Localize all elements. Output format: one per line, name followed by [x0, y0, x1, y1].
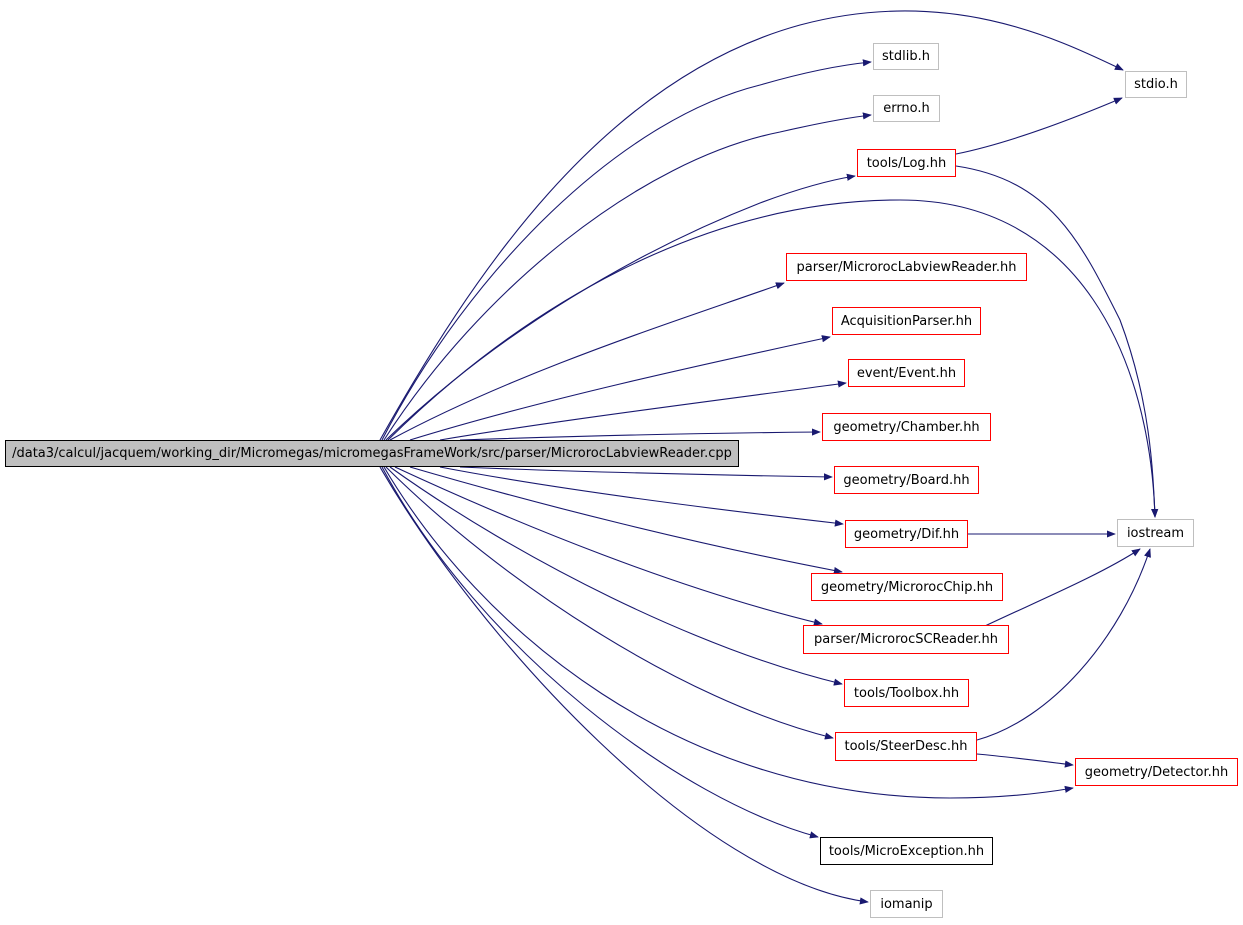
include-node-stdio[interactable]: stdio.h	[1125, 71, 1187, 98]
root-file-node[interactable]: /data3/calcul/jacquem/working_dir/Microm…	[5, 440, 739, 467]
include-node-tools-micro-exception[interactable]: tools/MicroException.hh	[820, 837, 993, 865]
edge-root-to-iomanip	[379, 466, 869, 905]
edge-log-to-stdio	[955, 97, 1123, 155]
edge-root-to-mlr	[389, 282, 785, 441]
include-node-geometry-microroc-chip[interactable]: geometry/MicrorocChip.hh	[811, 573, 1003, 601]
edge-root-to-steer	[385, 466, 834, 740]
edge-root-to-errno	[383, 112, 872, 441]
include-node-stdlib[interactable]: stdlib.h	[873, 43, 939, 70]
edge-root-to-detector	[383, 466, 1074, 799]
edge-root-to-board	[459, 466, 833, 481]
edge-scr-to-iostream	[984, 548, 1141, 627]
edge-root-to-scr	[394, 466, 823, 626]
edge-steer-to-iostream	[976, 548, 1151, 741]
include-node-parser-microroc-sc-reader[interactable]: parser/MicrorocSCReader.hh	[803, 625, 1009, 654]
include-node-tools-toolbox[interactable]: tools/Toolbox.hh	[844, 679, 969, 707]
edge-root-to-chip	[409, 466, 843, 575]
include-node-iostream[interactable]: iostream	[1117, 519, 1194, 547]
include-node-errno[interactable]: errno.h	[873, 95, 940, 122]
edge-root-to-acq	[409, 335, 831, 441]
edge-root-to-toolbox	[389, 466, 843, 686]
include-node-parser-microroc-labview-reader[interactable]: parser/MicrorocLabviewReader.hh	[786, 253, 1027, 281]
include-node-tools-log[interactable]: tools/Log.hh	[857, 149, 956, 177]
edge-root-to-stdio	[379, 10, 1124, 441]
include-node-tools-steer-desc[interactable]: tools/SteerDesc.hh	[835, 732, 977, 761]
edge-root-to-iostream	[387, 199, 1159, 518]
edge-root-to-event	[439, 380, 847, 441]
edge-root-to-dif	[439, 466, 844, 527]
include-node-geometry-board[interactable]: geometry/Board.hh	[834, 466, 979, 494]
include-node-geometry-dif[interactable]: geometry/Dif.hh	[845, 520, 968, 548]
include-node-acquisition-parser[interactable]: AcquisitionParser.hh	[832, 307, 981, 335]
edge-root-to-chamber	[459, 428, 821, 441]
edge-root-to-microexc	[381, 466, 819, 839]
include-node-event-event[interactable]: event/Event.hh	[848, 359, 965, 387]
edge-root-to-log	[385, 173, 856, 441]
edge-root-to-stdlib	[381, 59, 872, 441]
edge-log-to-iostream	[955, 165, 1159, 518]
include-node-geometry-chamber[interactable]: geometry/Chamber.hh	[822, 413, 991, 441]
include-node-iomanip[interactable]: iomanip	[870, 890, 943, 918]
include-node-geometry-detector[interactable]: geometry/Detector.hh	[1075, 758, 1238, 786]
edge-steer-to-detector	[976, 753, 1074, 768]
